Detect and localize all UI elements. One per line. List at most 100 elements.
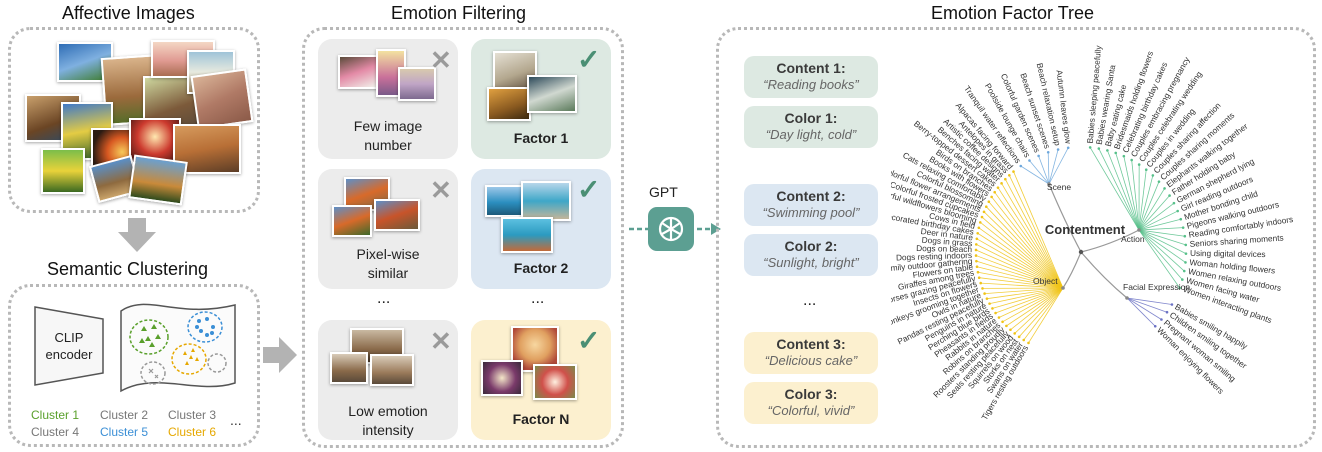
accept-check-icon: ✓ bbox=[577, 325, 601, 356]
tree-leaf-label: Dogs on beach bbox=[916, 243, 972, 254]
tree-branch-label: Facial Expression bbox=[1123, 282, 1190, 292]
right-arrow-icon bbox=[263, 337, 297, 378]
tree-leaf-node bbox=[1181, 226, 1185, 229]
tree-leaf-node bbox=[1165, 310, 1169, 314]
tree-leaf-node bbox=[974, 243, 978, 246]
semantic-clustering-panel: CLIP encoder Cluster 1 Cluster 2 Cluster… bbox=[8, 284, 260, 447]
tree-trunk-edge bbox=[1062, 251, 1082, 289]
tree-leaf-node bbox=[1027, 341, 1030, 345]
tree-branch-node bbox=[1047, 182, 1051, 186]
tree-leaf-node bbox=[980, 215, 984, 219]
tree-leaf-edge bbox=[1126, 297, 1172, 305]
tree-leaf-node bbox=[1184, 243, 1188, 247]
tree-leaf-node bbox=[1013, 332, 1016, 335]
affective-images-panel bbox=[8, 27, 260, 213]
tree-trunk-edge bbox=[1080, 251, 1128, 299]
tree-root-label: Contentment bbox=[1045, 222, 1126, 237]
tree-leaf-edge bbox=[1138, 229, 1180, 289]
tree-leaf-edge bbox=[1048, 147, 1069, 185]
content-1-pill: Content 1:“Reading books” bbox=[744, 56, 878, 98]
tree-leaf-node bbox=[1066, 146, 1070, 150]
tree-leaf-node bbox=[979, 281, 983, 285]
tree-leaf-node bbox=[983, 292, 986, 295]
tree-leaf-edge bbox=[1048, 149, 1059, 185]
tree-leaf-node bbox=[1046, 150, 1050, 154]
tree-leaf-node bbox=[1106, 149, 1109, 152]
accept-check-icon: ✓ bbox=[577, 44, 601, 75]
factor-2-label: Factor 2 bbox=[513, 260, 569, 276]
factor-1-label: Factor 1 bbox=[513, 130, 569, 146]
tree-leaf-node bbox=[977, 276, 981, 279]
factor-n-card: ✓ Factor N bbox=[471, 320, 611, 440]
reject-x-icon: ✕ bbox=[430, 326, 452, 356]
tree-trunk-edge bbox=[1048, 183, 1082, 253]
tree-leaf-node bbox=[1168, 194, 1171, 197]
tree-leaf-edge bbox=[1008, 175, 1064, 289]
tree-leaf-node bbox=[1019, 164, 1023, 168]
tree-leaf-node bbox=[976, 270, 980, 274]
emotion-factor-tree-panel: Content 1:“Reading books” Color 1:“Day l… bbox=[716, 27, 1316, 448]
tree-leaf-node bbox=[1056, 148, 1060, 151]
tree-leaf-node bbox=[1122, 154, 1126, 158]
tree-leaf-node bbox=[1028, 159, 1031, 162]
tree-leaf-node bbox=[1184, 261, 1187, 264]
pill-ellipsis: ... bbox=[803, 292, 817, 309]
emotion-filtering-title: Emotion Filtering bbox=[391, 3, 527, 23]
cluster-ellipsis: ... bbox=[230, 412, 242, 428]
tree-branch-label: Scene bbox=[1047, 182, 1071, 192]
tree-leaf-node bbox=[1012, 170, 1015, 173]
content-3-pill: Content 3:“Delicious cake” bbox=[744, 332, 878, 374]
factor-n-label: Factor N bbox=[512, 411, 570, 427]
tree-branch-node bbox=[1137, 228, 1141, 232]
tree-leaf-edge bbox=[1138, 188, 1165, 231]
tree-leaf-node bbox=[993, 190, 996, 194]
tree-leaf-node bbox=[977, 226, 981, 230]
tree-leaf-node bbox=[1182, 269, 1186, 273]
tree-branch-label: Action bbox=[1121, 234, 1145, 244]
factor-ellipsis: ... bbox=[531, 290, 545, 307]
tree-leaf-node bbox=[1183, 234, 1187, 238]
tree-leaf-edge bbox=[1138, 181, 1160, 231]
tree-leaf-node bbox=[975, 265, 979, 269]
tree-leaf-edge bbox=[1138, 229, 1183, 280]
tree-leaf-edge bbox=[1138, 229, 1186, 246]
tree-leaf-edge bbox=[1138, 195, 1170, 231]
tree-trunk-edge bbox=[1080, 229, 1140, 253]
affective-photo-collage bbox=[11, 30, 257, 210]
tree-leaf-node bbox=[1137, 163, 1141, 166]
tree-branch-node bbox=[1125, 296, 1129, 300]
tree-leaf-edge bbox=[1138, 229, 1185, 272]
rejected-ellipsis: ... bbox=[377, 290, 391, 307]
tree-leaf-edge bbox=[1023, 287, 1064, 341]
tree-leaf-node bbox=[988, 302, 991, 305]
cluster-3-label: Cluster 3 bbox=[168, 408, 217, 422]
color-3-pill: Color 3:“Colorful, vivid” bbox=[744, 382, 878, 424]
cluster-1-label: Cluster 1 bbox=[31, 408, 80, 422]
tree-leaf-edge bbox=[1089, 147, 1140, 231]
tree-leaf-node bbox=[976, 231, 979, 235]
tree-leaf-node bbox=[997, 316, 1001, 319]
tree-leaf-node bbox=[1160, 318, 1163, 321]
tree-leaf-node bbox=[982, 210, 986, 214]
gpt-label: GPT bbox=[649, 184, 678, 200]
tree-leaf-edge bbox=[1004, 179, 1064, 289]
tree-leaf-edge bbox=[1001, 183, 1064, 289]
cluster-4-label: Cluster 4 bbox=[31, 425, 80, 439]
tree-leaf-node bbox=[1144, 168, 1148, 172]
tree-leaf-node bbox=[1000, 182, 1003, 185]
tree-leaf-edge bbox=[1123, 156, 1140, 231]
tree-leaf-node bbox=[1130, 158, 1133, 162]
tree-leaf-edge bbox=[1047, 152, 1050, 185]
tree-leaf-node bbox=[987, 200, 991, 204]
tree-leaf-node bbox=[1176, 209, 1179, 213]
tree-leaf-node bbox=[1008, 173, 1011, 177]
tree-leaf-node bbox=[1009, 328, 1012, 332]
